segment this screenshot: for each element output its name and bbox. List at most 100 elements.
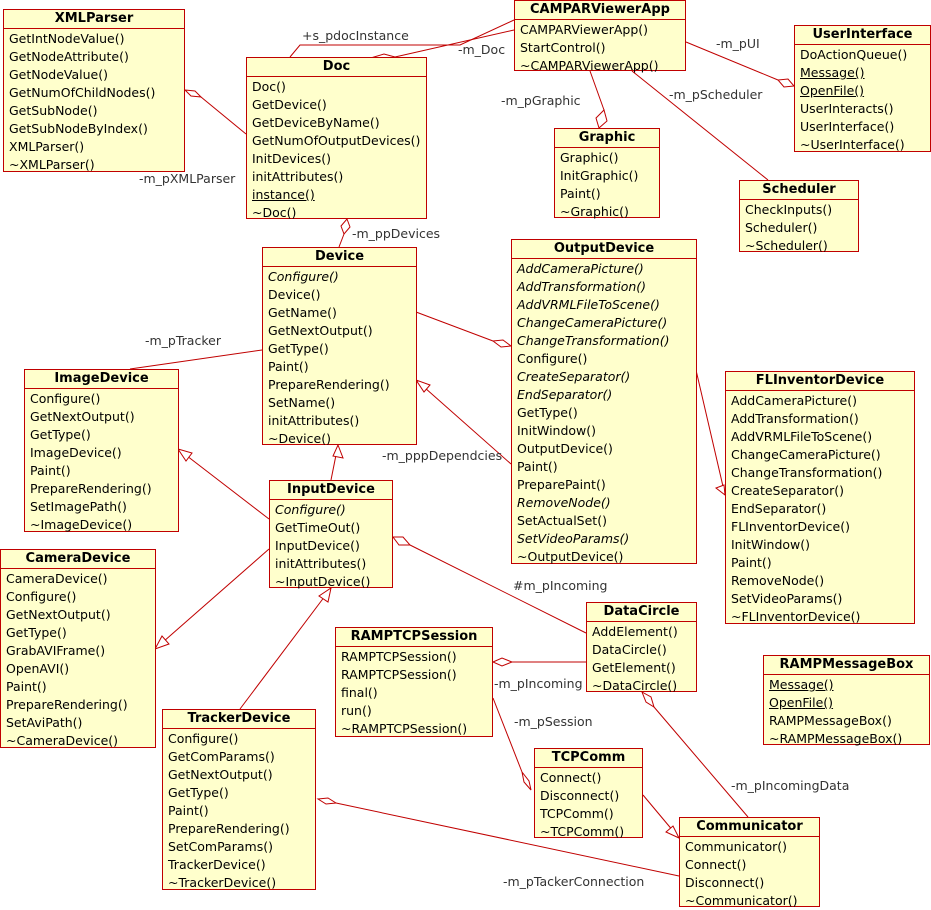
generalization-arrow	[332, 443, 344, 459]
operation: AddVRMLFileToScene()	[731, 429, 873, 444]
assoc-doc-instance	[289, 19, 515, 58]
generalization-arrow	[665, 825, 681, 840]
operation: Connect()	[540, 770, 602, 785]
operation: UserInteracts()	[800, 101, 894, 116]
gen-image-input	[177, 448, 270, 520]
operation: Scheduler()	[745, 220, 818, 235]
operation: PrepareRendering()	[168, 821, 290, 836]
operation: OpenFile()	[769, 695, 834, 710]
class-name: TCPComm	[535, 749, 642, 768]
label-m-pincoming: -m_pIncoming	[494, 676, 583, 691]
class-name: CAMPARViewerApp	[515, 1, 685, 20]
aggregation-diamond	[521, 771, 532, 791]
aggregation-diamond	[491, 339, 513, 348]
operation: ~RAMPTCPSession()	[341, 721, 468, 736]
operation: InitGraphic()	[560, 168, 639, 183]
operation: InitDevices()	[252, 151, 331, 166]
label-m-pincoming-protected: #m_pIncoming	[513, 578, 608, 593]
operation: PrepareRendering()	[268, 377, 390, 392]
operations-list: Message()OpenFile()RAMPMessageBox()~RAMP…	[764, 675, 929, 748]
assoc-app-ui	[685, 41, 779, 81]
operation: Connect()	[685, 857, 747, 872]
operation: SetAviPath()	[6, 715, 83, 730]
operation: Configure()	[168, 731, 239, 746]
operation: CAMPARViewerApp()	[520, 22, 649, 37]
operations-list: AddElement()DataCircle()GetElement()~Dat…	[587, 622, 696, 695]
operations-list: Configure()GetComParams()GetNextOutput()…	[163, 729, 315, 892]
operation: ~InputDevice()	[275, 574, 371, 589]
operation: SetVideoParams()	[517, 531, 630, 546]
operation: Paint()	[731, 555, 772, 570]
operation: GetSubNodeByIndex()	[9, 121, 148, 136]
operation: ~UserInterface()	[800, 137, 905, 152]
operation: AddElement()	[592, 624, 678, 639]
operations-list: GetIntNodeValue()GetNodeAttribute()GetNo…	[4, 29, 184, 174]
operation: InitWindow()	[517, 423, 597, 438]
label-m-pppdependcies: -m_pppDependcies	[382, 448, 503, 463]
operation: GetNumOfChildNodes()	[9, 85, 156, 100]
operation: Paint()	[6, 679, 47, 694]
operation: PrepareRendering()	[6, 697, 128, 712]
operation: ~Communicator()	[685, 893, 798, 908]
operation: InputDevice()	[275, 538, 360, 553]
operation: Graphic()	[560, 150, 619, 165]
operation: SetComParams()	[168, 839, 273, 854]
aggregation-diamond	[183, 89, 203, 98]
operations-list: RAMPTCPSession()RAMPTCPSession()final()r…	[336, 647, 492, 738]
class-name: Device	[263, 248, 416, 267]
operation: GetType()	[268, 341, 329, 356]
operation: GetTimeOut()	[275, 520, 361, 535]
aggregation-diamond	[595, 109, 608, 129]
operation: AddTransformation()	[731, 411, 859, 426]
operation: Paint()	[517, 459, 558, 474]
operation: RemoveNode()	[517, 495, 611, 510]
operation: EndSeparator()	[517, 387, 613, 402]
label-s-pdocinstance: +s_pdocInstance	[302, 28, 409, 43]
operation: GetIntNodeValue()	[9, 31, 125, 46]
generalization-arrow	[414, 379, 431, 393]
operation: InitWindow()	[731, 537, 811, 552]
class-name: Doc	[247, 58, 426, 77]
operation: Configure()	[268, 269, 339, 284]
operation: GetDevice()	[252, 97, 327, 112]
operation: ~XMLParser()	[9, 157, 95, 172]
gen-flinventor-output	[695, 369, 726, 496]
operation: ~DataCircle()	[592, 678, 678, 693]
operation: ~OutputDevice()	[517, 549, 624, 564]
aggregation-diamond	[776, 78, 796, 88]
assoc-doc-xmlparser	[200, 96, 247, 135]
operation: Configure()	[30, 391, 101, 406]
operation: OpenFile()	[800, 83, 865, 98]
assoc-input-datacircle	[409, 544, 587, 634]
operation: PrepareRendering()	[30, 481, 152, 496]
operation: GrabAVIFrame()	[6, 643, 106, 658]
operation: initAttributes()	[268, 413, 360, 428]
assoc-device-output	[415, 311, 494, 342]
assoc-output-dependencies	[415, 379, 512, 465]
operation: OpenAVI()	[6, 661, 70, 676]
aggregation-diamond	[340, 218, 351, 235]
label-m-ptackerconnection: -m_pTackerConnection	[503, 874, 645, 889]
operation: EndSeparator()	[731, 501, 827, 516]
operation: AddCameraPicture()	[517, 261, 644, 276]
aggregation-diamond	[491, 657, 514, 667]
